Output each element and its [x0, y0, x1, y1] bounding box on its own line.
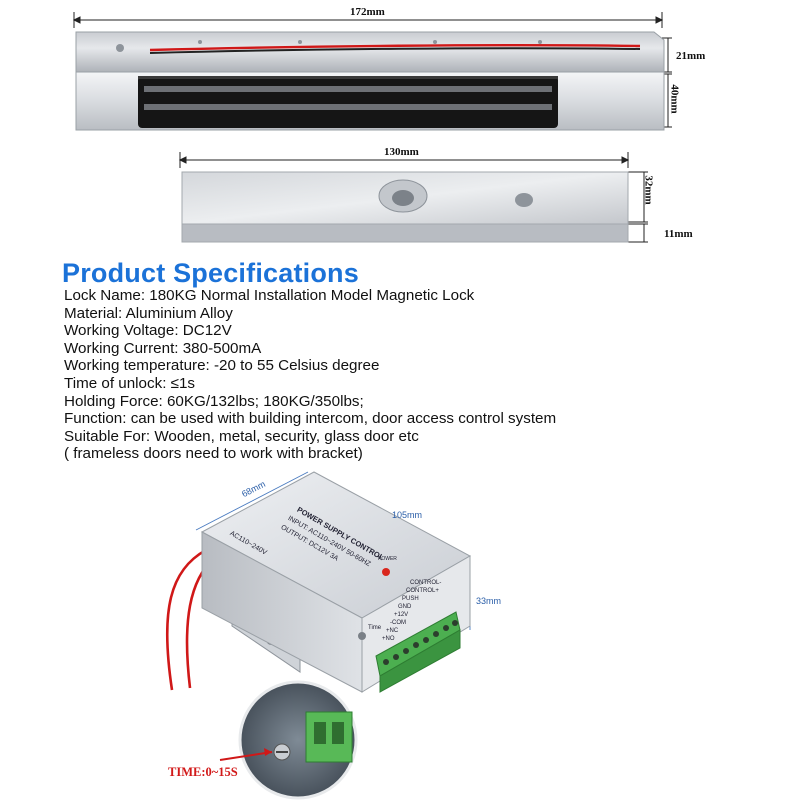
- spec-line-frameless-note: ( frameless doors need to work with brac…: [64, 445, 363, 463]
- red-arrow-icon: [219, 748, 273, 761]
- spec-line-material: Material: Aluminium Alloy: [64, 304, 233, 322]
- dim-label-lock-length: 172mm: [350, 6, 385, 18]
- terminal-label-3: GND: [398, 604, 412, 610]
- time-range-label: TIME:0~15S: [168, 765, 238, 779]
- lock-body: [75, 31, 665, 131]
- ps-dim-length: 105mm: [392, 510, 423, 520]
- spec-line-unlock-time: Time of unlock: ≤1s: [64, 374, 196, 392]
- spec-title: Product Specifications: [62, 258, 359, 288]
- dim-label-plate-depth: 11mm: [664, 228, 693, 240]
- spec-line-suitable-for: Suitable For: Wooden, metal, security, g…: [64, 427, 419, 445]
- terminal-label-7: +NO: [382, 636, 395, 642]
- dim-label-plate-length: 130mm: [384, 146, 419, 158]
- armature-plate: [181, 171, 629, 243]
- dimension-line-32: [628, 171, 648, 223]
- dimension-line-11: [628, 223, 648, 243]
- terminal-label-1: CONTROL+: [406, 588, 439, 594]
- spec-list: Lock Name: 180KG Normal Installation Mod…: [64, 287, 556, 463]
- spec-line-voltage: Working Voltage: DC12V: [64, 322, 232, 340]
- spec-line-lock-name: Lock Name: 180KG Normal Installation Mod…: [64, 287, 475, 304]
- terminal-label-2: PUSH: [402, 596, 419, 602]
- spec-line-current: Working Current: 380-500mA: [64, 339, 262, 357]
- ps-dim-height: 33mm: [476, 596, 502, 606]
- magnetic-lock-drawing: [72, 12, 672, 243]
- terminal-label-0: CONTROL-: [410, 580, 442, 586]
- dimension-line-172: [72, 12, 664, 28]
- terminal-label-5: -COM: [390, 620, 406, 626]
- spec-line-function: Function: can be used with building inte…: [64, 410, 557, 428]
- dim-label-lock-depth: 40mm: [668, 84, 681, 114]
- terminal-label-4: +12V: [394, 612, 409, 618]
- spec-line-holding-force: Holding Force: 60KG/132lbs; 180KG/350lbs…: [64, 392, 364, 410]
- dim-label-lock-height: 21mm: [676, 50, 706, 62]
- power-supply-drawing: [165, 471, 472, 800]
- ps-power-label: POWER: [378, 556, 397, 562]
- spec-line-temperature: Working temperature: -20 to 55 Celsius d…: [64, 357, 380, 375]
- time-adjust-callout: [238, 680, 358, 800]
- terminal-label-6: +NC: [386, 628, 399, 634]
- dimension-line-130: [178, 152, 630, 168]
- dim-label-plate-height: 32mm: [642, 175, 655, 205]
- ps-time-label: Time: [368, 625, 382, 631]
- power-supply-box: [200, 471, 472, 693]
